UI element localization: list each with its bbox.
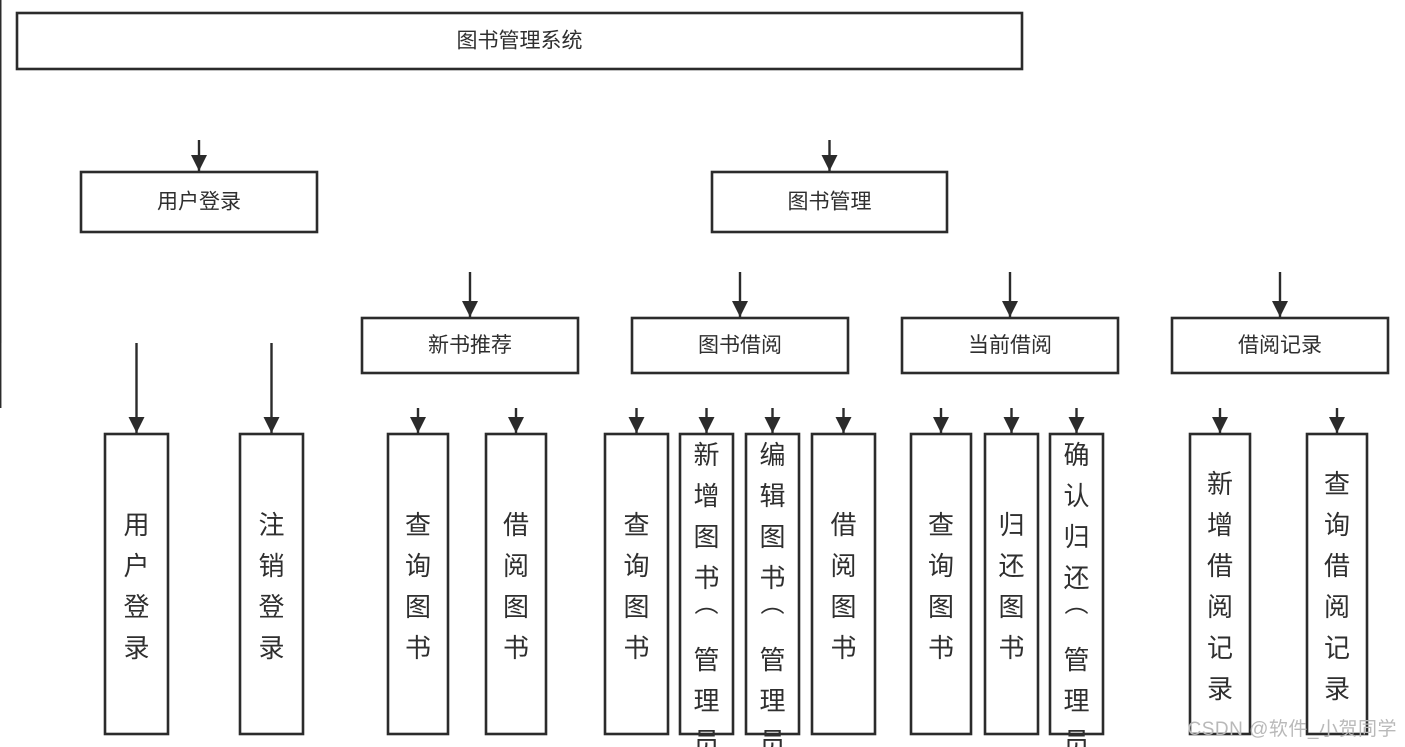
node-box-leaf-query-book-2 — [603, 432, 670, 736]
node-label-book-borrow: 图书借阅 — [698, 334, 782, 357]
node-box-current-borrow — [900, 316, 1120, 375]
arrow-head-icon — [191, 155, 207, 171]
arrow-head-icon — [128, 417, 145, 433]
node-box-book-manage — [710, 170, 949, 234]
arrow-head-icon — [1003, 417, 1020, 433]
node-root[interactable]: 图书管理系统 — [15, 11, 1024, 71]
node-label-leaf-add-book: 新增图书⌒管理员⌓ — [693, 440, 719, 747]
node-box-leaf-query-book-1 — [386, 432, 450, 736]
arrow-head-icon — [628, 417, 645, 433]
node-leaf-query-book-2[interactable]: 查询图书 — [603, 432, 670, 736]
node-leaf-query-record[interactable]: 查询借阅记录 — [1305, 432, 1369, 736]
node-label-root: 图书管理系统 — [457, 30, 583, 53]
node-leaf-add-record[interactable]: 新增借阅记录 — [1188, 432, 1252, 736]
node-box-leaf-add-book — [678, 432, 735, 736]
node-box-leaf-user-login — [103, 432, 170, 736]
arrow-head-icon — [1068, 417, 1085, 433]
node-label-leaf-query-record: 查询借阅记录 — [1324, 469, 1350, 704]
node-box-leaf-add-record — [1188, 432, 1252, 736]
node-leaf-return-book[interactable]: 归还图书 — [983, 432, 1040, 736]
node-label-leaf-query-book-3: 查询图书 — [928, 510, 954, 663]
node-label-user-login: 用户登录 — [157, 191, 241, 214]
node-box-user-login — [79, 170, 319, 234]
arrow-head-icon — [1212, 417, 1228, 433]
connectors-layer — [0, 0, 1345, 433]
node-label-leaf-query-book-2: 查询图书 — [623, 510, 649, 663]
node-box-leaf-return-book — [983, 432, 1040, 736]
node-leaf-query-book-3[interactable]: 查询图书 — [909, 432, 973, 736]
node-label-leaf-confirm-return: 确认归还⌒管理员⌓ — [1063, 440, 1089, 747]
arrow-head-icon — [698, 417, 715, 433]
node-label-leaf-return-book: 归还图书 — [998, 510, 1024, 663]
arrow-head-icon — [732, 301, 748, 317]
arrow-head-icon — [933, 417, 949, 433]
node-leaf-borrow-book-1[interactable]: 借阅图书 — [484, 432, 548, 736]
node-box-leaf-borrow-book-1 — [484, 432, 548, 736]
node-label-leaf-user-login: 用户登录 — [123, 510, 149, 663]
node-borrow-record[interactable]: 借阅记录 — [1170, 316, 1390, 375]
arrow-head-icon — [508, 417, 524, 433]
node-box-borrow-record — [1170, 316, 1390, 375]
arrow-head-icon — [764, 417, 781, 433]
node-user-login[interactable]: 用户登录 — [79, 170, 319, 234]
arrow-head-icon — [835, 417, 852, 433]
arrow-head-icon — [410, 417, 426, 433]
node-box-book-borrow — [630, 316, 850, 375]
node-label-book-manage: 图书管理 — [788, 191, 872, 214]
arrow-head-icon — [1329, 417, 1345, 433]
node-new-book-recommend[interactable]: 新书推荐 — [360, 316, 580, 375]
node-leaf-add-book[interactable]: 新增图书⌒管理员⌓ — [678, 432, 735, 747]
node-box-leaf-borrow-book-2 — [810, 432, 877, 736]
node-leaf-borrow-book-2[interactable]: 借阅图书 — [810, 432, 877, 736]
node-label-new-book-recommend: 新书推荐 — [428, 334, 512, 357]
arrow-head-icon — [462, 301, 478, 317]
csdn-watermark: CSDN @软件_小贺同学 — [1187, 719, 1397, 740]
node-box-new-book-recommend — [360, 316, 580, 375]
node-label-leaf-edit-book: 编辑图书⌒管理员⌓ — [759, 440, 785, 747]
node-current-borrow[interactable]: 当前借阅 — [900, 316, 1120, 375]
node-label-borrow-record: 借阅记录 — [1238, 334, 1322, 357]
node-label-leaf-borrow-book-1: 借阅图书 — [503, 510, 529, 663]
arrow-head-icon — [821, 155, 838, 171]
node-book-manage[interactable]: 图书管理 — [710, 170, 949, 234]
node-label-leaf-borrow-book-2: 借阅图书 — [830, 510, 856, 663]
arrow-head-icon — [1272, 301, 1288, 317]
node-box-leaf-confirm-return — [1048, 432, 1105, 736]
node-leaf-user-login[interactable]: 用户登录 — [103, 432, 170, 736]
node-box-leaf-query-record — [1305, 432, 1369, 736]
node-leaf-query-book-1[interactable]: 查询图书 — [386, 432, 450, 736]
arrow-head-icon — [263, 417, 280, 433]
node-label-leaf-add-record: 新增借阅记录 — [1207, 469, 1233, 704]
node-label-current-borrow: 当前借阅 — [968, 334, 1052, 357]
node-label-leaf-user-logout: 注销登录 — [258, 510, 284, 663]
node-leaf-user-logout[interactable]: 注销登录 — [238, 432, 305, 736]
node-label-leaf-query-book-1: 查询图书 — [405, 510, 431, 663]
node-box-leaf-edit-book — [744, 432, 801, 736]
arrow-head-icon — [1002, 301, 1018, 317]
node-leaf-confirm-return[interactable]: 确认归还⌒管理员⌓ — [1048, 432, 1105, 747]
node-box-leaf-query-book-3 — [909, 432, 973, 736]
node-book-borrow[interactable]: 图书借阅 — [630, 316, 850, 375]
node-box-leaf-user-logout — [238, 432, 305, 736]
node-box-root — [15, 11, 1024, 71]
node-leaf-edit-book[interactable]: 编辑图书⌒管理员⌓ — [744, 432, 801, 747]
nodes-layer: 图书管理系统用户登录图书管理新书推荐图书借阅当前借阅借阅记录用户登录注销登录查询… — [15, 11, 1390, 747]
